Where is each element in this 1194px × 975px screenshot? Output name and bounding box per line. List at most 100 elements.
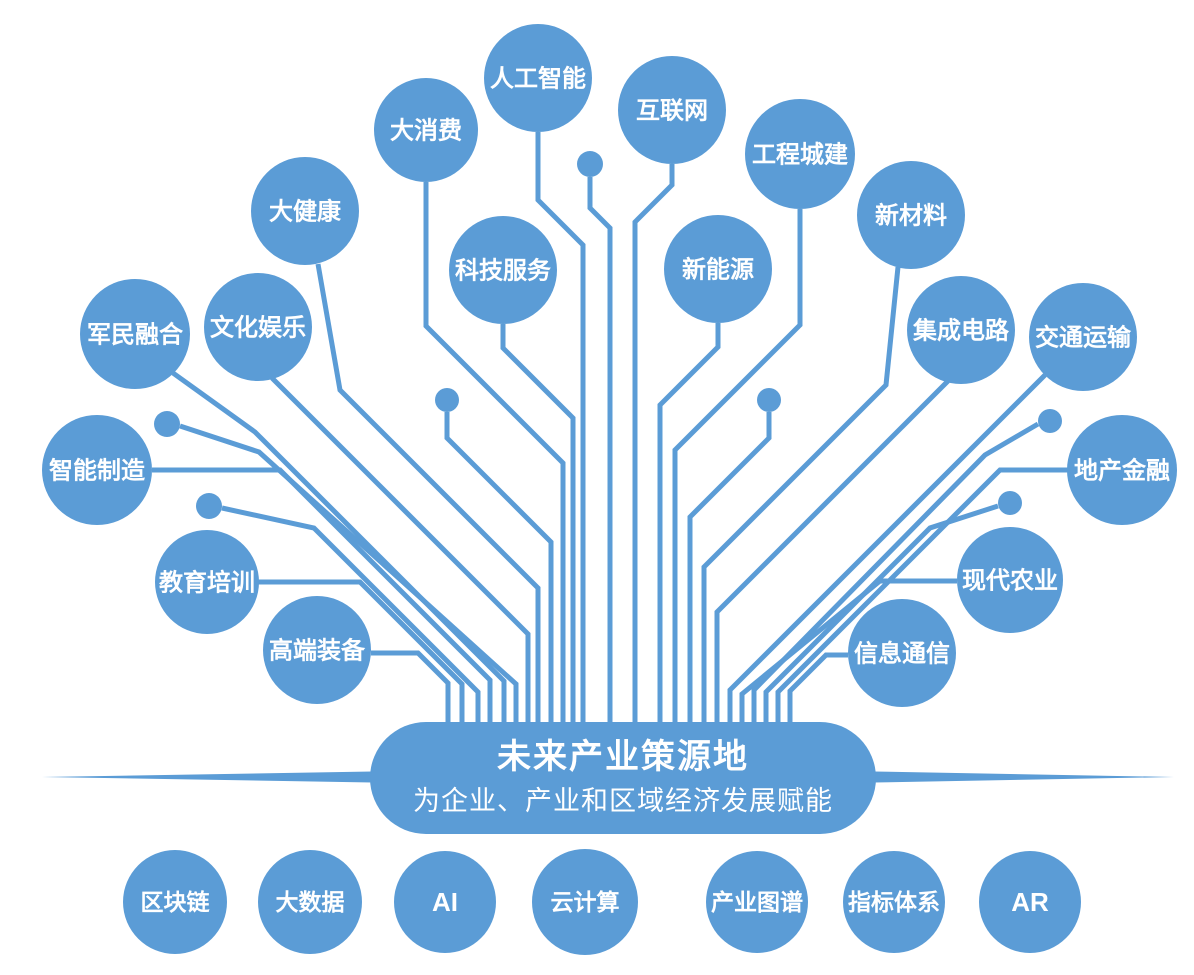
node-circle [907, 276, 1015, 384]
node-circle [394, 851, 496, 953]
connector-dot-center-right [687, 412, 772, 723]
connector-dot-right2 [763, 503, 999, 723]
node-label: 区块链 [141, 889, 210, 915]
node-circle [848, 599, 956, 707]
node-circle [258, 850, 362, 954]
node-new-materials: 新材料 [857, 161, 965, 269]
node-culture-entertainment: 文化娱乐 [204, 273, 312, 381]
node-circle [843, 851, 945, 953]
banner-subtitle: 为企业、产业和区域经济发展赋能 [413, 786, 833, 816]
node-military-civil-fusion: 军民融合 [80, 279, 190, 389]
left-wing-line [42, 771, 372, 783]
node-label: 指标体系 [848, 889, 940, 915]
node-label: 工程城建 [752, 140, 848, 168]
node-label: AR [1011, 887, 1049, 917]
node-circle [979, 851, 1081, 953]
node-circle [263, 596, 371, 704]
node-high-end-equipment: 高端装备 [263, 596, 371, 704]
node-industry-map: 产业图谱 [706, 851, 808, 953]
node-label: 互联网 [636, 97, 708, 124]
node-artificial-intelligence: 人工智能 [484, 24, 592, 132]
node-label: 交通运输 [1035, 323, 1132, 351]
node-ar: AR [979, 851, 1081, 953]
connector-lines [152, 132, 1068, 723]
node-label: 人工智能 [490, 64, 586, 92]
node-circle [42, 415, 152, 525]
branch-nodes: 人工智能 大消费 互联网 工程城建 大健康 新材料 科技服务 新能源 [42, 24, 1177, 707]
node-label: 地产金融 [1074, 456, 1170, 484]
node-circle [80, 279, 190, 389]
node-label: 现代农业 [962, 567, 1058, 594]
node-label: AI [432, 887, 458, 917]
circuit-dots [154, 151, 1062, 519]
node-circle [745, 99, 855, 209]
connector-military-civil [171, 370, 507, 723]
connector-tech-services [500, 324, 576, 723]
connector-big-health [315, 263, 541, 723]
connector-real-estate-finance [775, 467, 1068, 723]
node-internet: 互联网 [618, 56, 726, 164]
node-circle [449, 216, 557, 324]
node-label: 云计算 [551, 889, 620, 915]
connector-modern-agriculture [739, 578, 957, 723]
connector-dot-left2 [221, 505, 481, 723]
node-label: 新材料 [875, 201, 947, 229]
circuit-dot [154, 411, 180, 437]
connector-new-energy [657, 323, 721, 723]
node-circle [251, 157, 359, 265]
node-education-training: 教育培训 [155, 530, 259, 634]
connector-big-consumption [423, 182, 566, 723]
circuit-dot [435, 388, 459, 412]
node-circle [155, 530, 259, 634]
connector-integrated-circuits [714, 379, 950, 723]
connector-dot-center-left [444, 412, 554, 723]
banner-title: 未来产业策源地 [497, 738, 749, 776]
node-label: 大消费 [390, 117, 462, 144]
banner-shape [370, 722, 876, 834]
node-label: 教育培训 [159, 568, 255, 596]
circuit-dot [998, 491, 1022, 515]
node-indicator-system: 指标体系 [843, 851, 945, 953]
node-circle [618, 56, 726, 164]
node-label: 智能制造 [49, 456, 145, 484]
node-transportation: 交通运输 [1029, 283, 1137, 391]
node-cloud-computing: 云计算 [532, 849, 638, 955]
connector-internet [632, 164, 675, 723]
connector-transportation [727, 373, 1047, 723]
node-big-consumption: 大消费 [374, 78, 478, 182]
node-circle [957, 527, 1063, 633]
center-banner: 未来产业策源地 为企业、产业和区域经济发展赋能 [370, 722, 876, 834]
node-blockchain: 区块链 [123, 850, 227, 954]
connector-education-training [258, 579, 465, 723]
bottom-row: 区块链 大数据 AI 云计算 产业图谱 指标体系 AR [123, 849, 1081, 955]
connector-dot-middle [587, 177, 613, 723]
node-circle [123, 850, 227, 954]
node-circle [1067, 415, 1177, 525]
connector-smart-manufacturing [152, 467, 493, 723]
node-big-data: 大数据 [258, 850, 362, 954]
connector-dot-left1 [179, 423, 519, 723]
connector-artificial-intelligence [535, 132, 586, 723]
circuit-dot [757, 388, 781, 412]
circuit-dot [577, 151, 603, 177]
node-circle [664, 215, 772, 323]
node-label: 大数据 [276, 889, 345, 915]
right-wing-line [874, 771, 1174, 783]
node-label: 大健康 [269, 197, 342, 225]
connector-new-materials [701, 266, 901, 723]
node-label: 信息通信 [854, 639, 950, 667]
node-circle [204, 273, 312, 381]
node-label: 军民融合 [87, 320, 184, 348]
connector-dot-right1 [751, 421, 1040, 723]
node-circle [484, 24, 592, 132]
connector-high-end-equipment [371, 650, 451, 723]
node-label: 高端装备 [269, 636, 366, 664]
node-label: 新能源 [682, 255, 754, 283]
node-smart-manufacturing: 智能制造 [42, 415, 152, 525]
node-circle [374, 78, 478, 182]
node-new-energy: 新能源 [664, 215, 772, 323]
node-big-health: 大健康 [251, 157, 359, 265]
node-real-estate-finance: 地产金融 [1067, 415, 1177, 525]
circuit-dot [1038, 409, 1062, 433]
